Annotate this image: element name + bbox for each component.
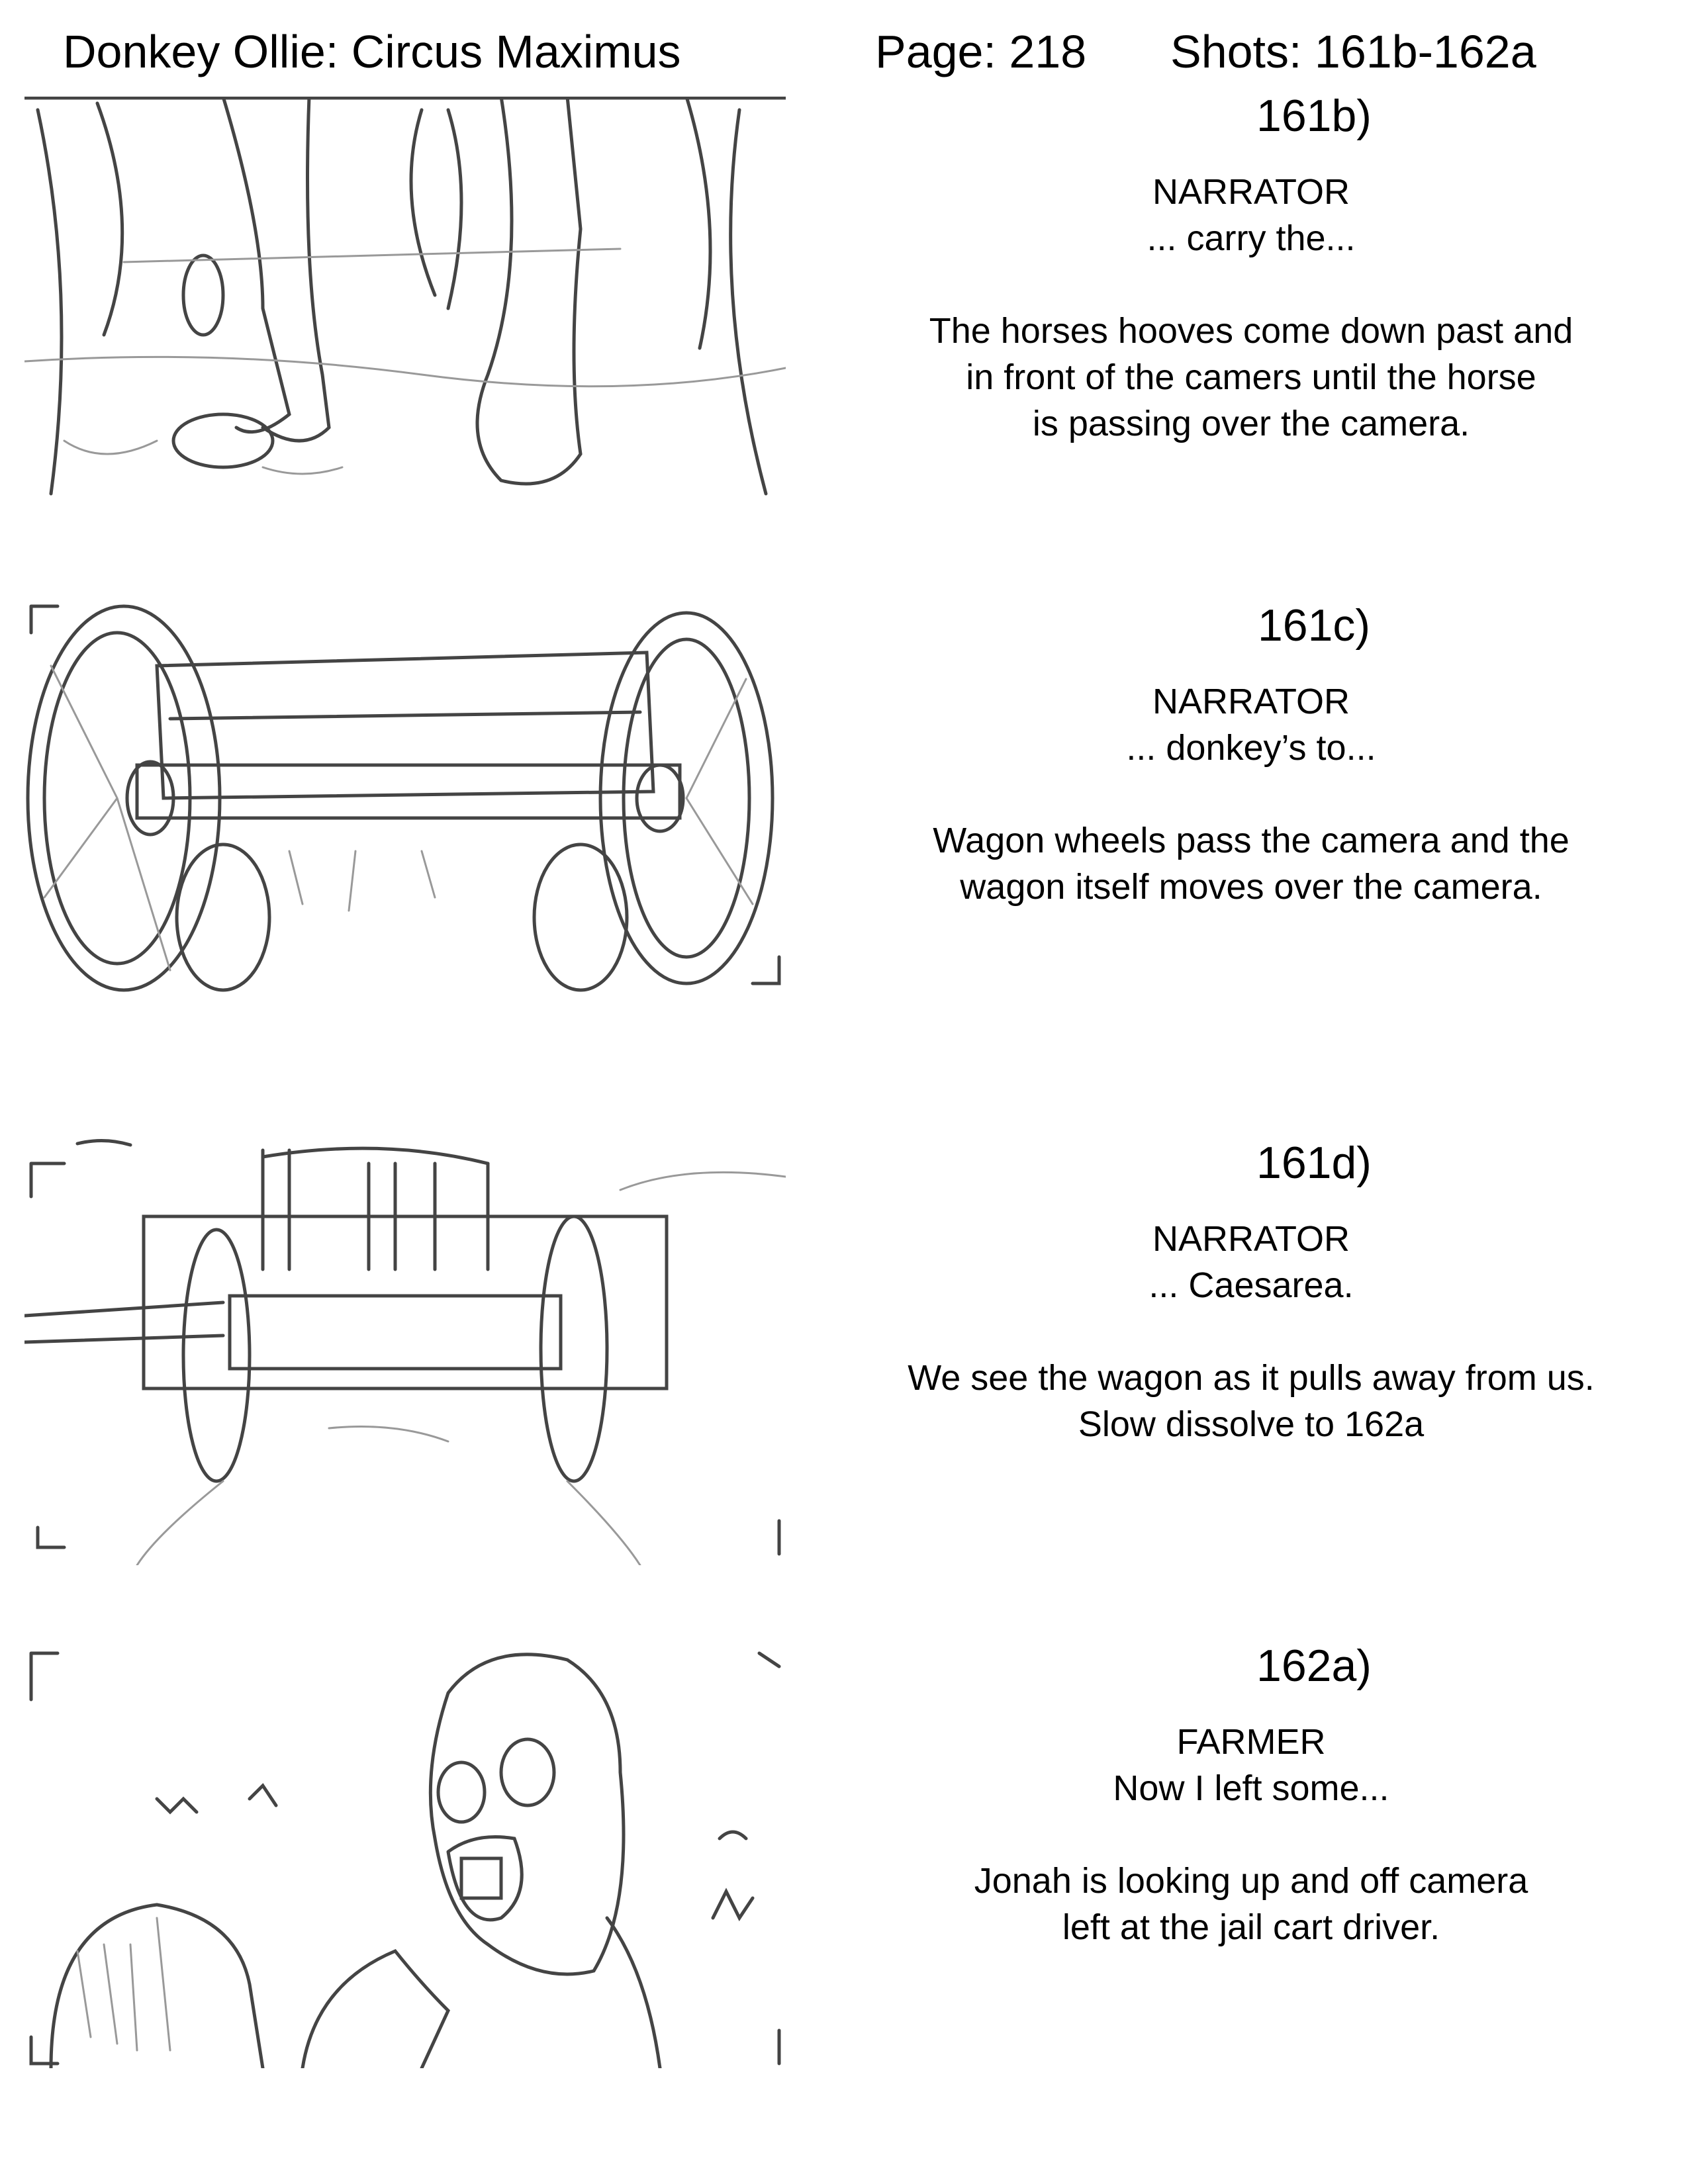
description-line: left at the jail cart driver. [1062, 1907, 1440, 1947]
storyboard-panel-162a [24, 1640, 786, 2070]
description-line: wagon itself moves over the camera. [960, 867, 1542, 907]
storyboard-panel-161d [23, 1137, 787, 1567]
shot-label: 161c) [1257, 600, 1371, 651]
storyboard-panel-161b [23, 95, 788, 503]
storyboard-panel-161c [24, 600, 786, 993]
sketch-jonah-looking-up [29, 1651, 781, 2070]
shot-label: 162a) [1256, 1641, 1372, 1691]
description-line: Wagon wheels pass the camera and the [933, 821, 1570, 860]
description-line: is passing over the camera. [1032, 404, 1470, 443]
sketch-wagon-departing [23, 1139, 787, 1567]
description-line: in front of the camers until the horse [966, 357, 1536, 397]
dialogue: ... donkey’s to... [1126, 728, 1376, 768]
description-line: Slow dissolve to 162a [1078, 1404, 1425, 1444]
character-name: NARRATOR [1152, 172, 1350, 212]
character-name: NARRATOR [1152, 1219, 1350, 1259]
dialogue: Now I left some... [1113, 1768, 1389, 1808]
shot-label: 161b) [1256, 91, 1372, 141]
description-line: Jonah is looking up and off camera [974, 1861, 1528, 1901]
dialogue: ... carry the... [1147, 218, 1356, 258]
shot-block-161b: 161b) NARRATOR ... carry the... The hors… [761, 89, 1688, 447]
dialogue: ... Caesarea. [1149, 1265, 1354, 1305]
shot-block-162a: 162a) FARMER Now I left some... Jonah is… [761, 1639, 1688, 1950]
description-line: We see the wagon as it pulls away from u… [908, 1358, 1595, 1398]
shot-range: Shots: 161b-162a [1170, 26, 1536, 77]
character-name: FARMER [1176, 1722, 1326, 1762]
shot-label: 161d) [1256, 1138, 1372, 1188]
shot-block-161c: 161c) NARRATOR ... donkey’s to... Wagon … [761, 599, 1688, 910]
shot-block-161d: 161d) NARRATOR ... Caesarea. We see the … [761, 1136, 1688, 1447]
description-line: The horses hooves come down past and [929, 311, 1573, 351]
sketch-horse-hooves [23, 95, 788, 496]
page-number: Page: 218 [875, 26, 1087, 77]
sketch-wagon-wheels [26, 604, 781, 992]
storyboard-title: Donkey Ollie: Circus Maximus [63, 26, 681, 77]
character-name: NARRATOR [1152, 682, 1350, 721]
